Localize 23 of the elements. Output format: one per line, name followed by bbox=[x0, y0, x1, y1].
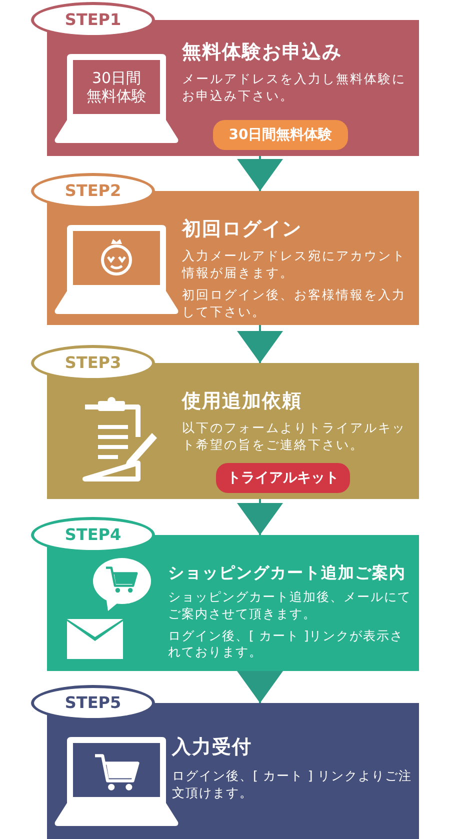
step-heading: 無料体験お申込み bbox=[182, 40, 343, 65]
step-description: ログイン後、[ カート ]リンクが表示されております。 bbox=[168, 628, 405, 662]
step-description: メールアドレスを入力し無料体験にお申込み下さい。 bbox=[182, 70, 407, 104]
step-badge: STEP5 bbox=[31, 685, 155, 721]
step-description: 初回ログイン後、お客様情報を入力して下さい。 bbox=[182, 287, 407, 322]
down-arrow bbox=[237, 499, 283, 535]
down-arrow bbox=[237, 156, 283, 191]
down-arrow bbox=[237, 325, 283, 363]
step-description: ショッピングカート追加後、メールにてご案内させて頂きます。 bbox=[168, 588, 412, 623]
step-heading: 使用追加依頼 bbox=[182, 389, 303, 414]
step-description: 入力メールアドレス宛にアカウント情報が届きます。 bbox=[182, 248, 407, 282]
step-heading: ショッピングカート追加ご案内 bbox=[168, 563, 407, 584]
action-button: トライアルキット bbox=[216, 463, 350, 493]
step-heading: 入力受付 bbox=[172, 735, 253, 760]
step-badge: STEP1 bbox=[31, 2, 155, 38]
step-description: 以下のフォームよりトライアルキット希望の旨をご連絡下さい。 bbox=[182, 420, 407, 454]
step-badge: STEP4 bbox=[31, 517, 155, 553]
step-description: ログイン後、[ カート ] リンクよりご注文頂けます。 bbox=[172, 768, 414, 802]
action-button: 30日間無料体験 bbox=[213, 120, 348, 150]
step-badge: STEP3 bbox=[31, 345, 155, 381]
down-arrow bbox=[237, 671, 283, 703]
step-heading: 初回ログイン bbox=[182, 217, 303, 242]
step-badge: STEP2 bbox=[31, 173, 155, 209]
